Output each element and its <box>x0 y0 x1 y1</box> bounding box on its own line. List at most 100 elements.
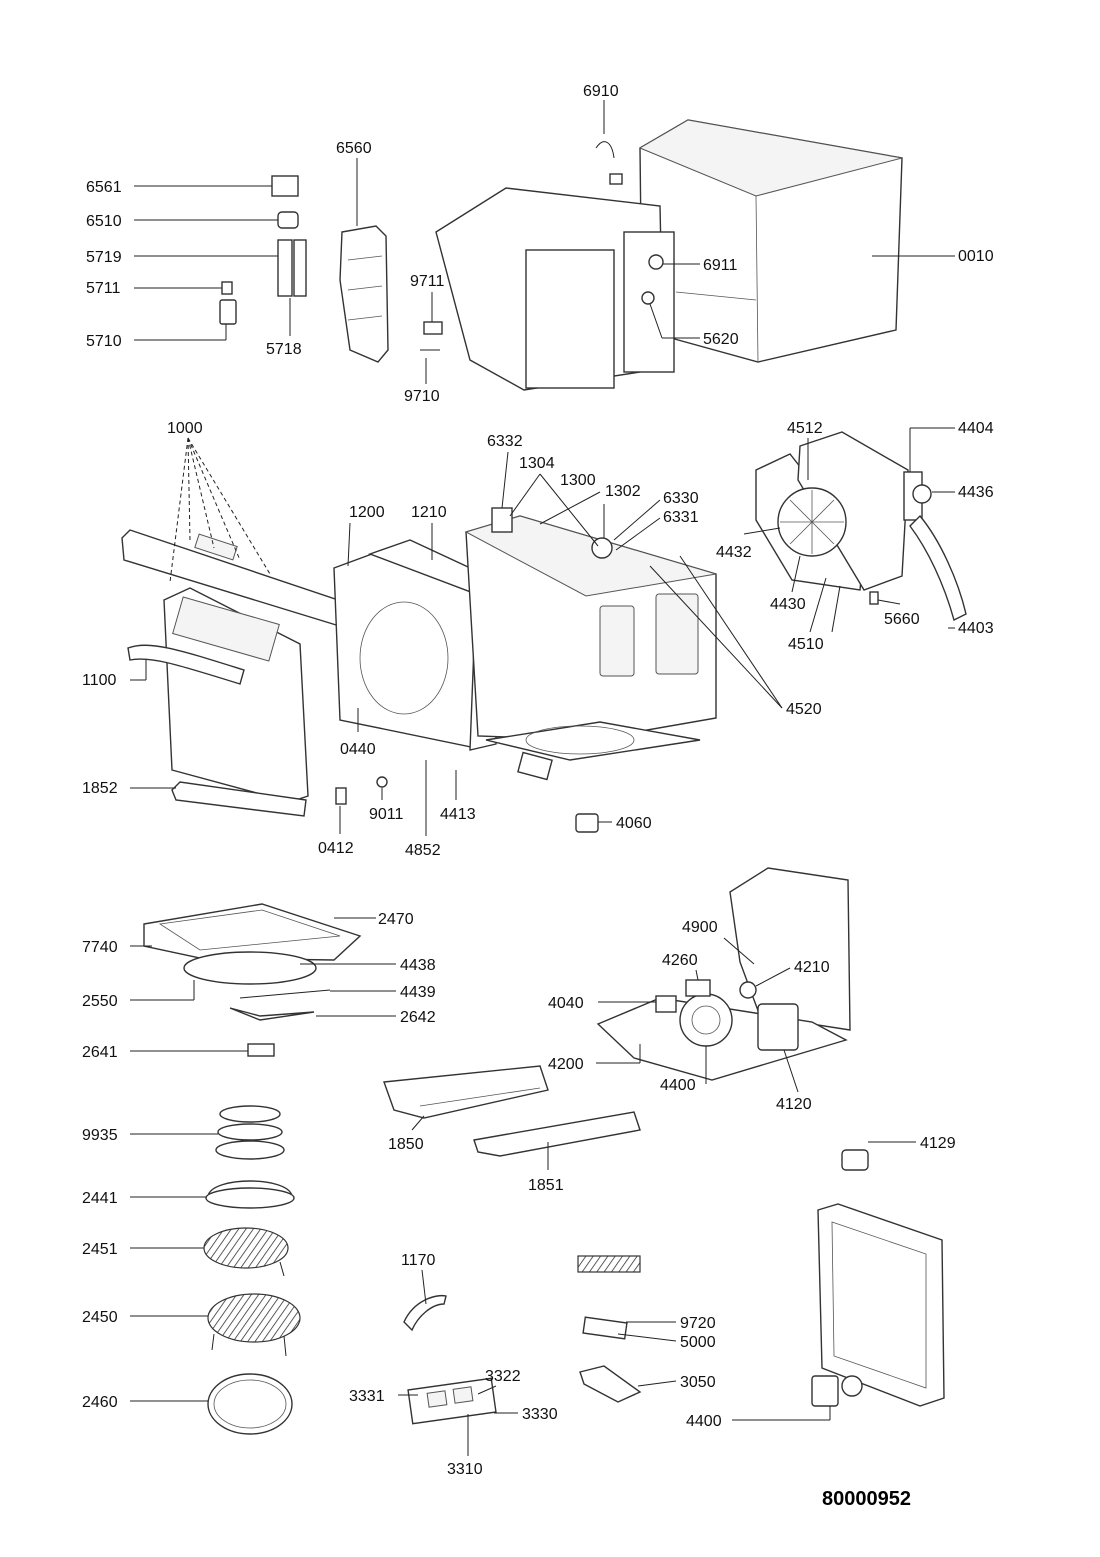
label-4520: 4520 <box>786 701 822 718</box>
part-4436-shape <box>912 484 932 504</box>
label-4260: 4260 <box>662 952 698 969</box>
part-6561-shape <box>271 175 299 197</box>
label-4439: 4439 <box>400 984 436 1001</box>
label-0010: 0010 <box>958 248 994 265</box>
label-9011: 9011 <box>369 806 404 823</box>
label-1200: 1200 <box>349 504 385 521</box>
label-2460: 2460 <box>82 1394 118 1411</box>
label-6331: 6331 <box>663 509 699 526</box>
part-5660-shape <box>869 591 879 605</box>
label-6332: 6332 <box>487 433 523 450</box>
label-4210: 4210 <box>794 959 830 976</box>
part-4403-shape <box>909 514 967 622</box>
label-1304: 1304 <box>519 455 555 472</box>
label-5000: 5000 <box>680 1334 716 1351</box>
part-bottom-shape <box>485 721 701 761</box>
part-4129-shape <box>841 1149 869 1171</box>
part-0412-shape <box>335 787 347 805</box>
label-4403: 4403 <box>958 620 994 637</box>
label-1850: 1850 <box>388 1136 424 1153</box>
label-1300: 1300 <box>560 472 596 489</box>
part-1852-shape <box>171 781 307 817</box>
part-2550-shape <box>183 951 317 985</box>
part-4400b-shape <box>811 1375 839 1407</box>
label-5711: 5711 <box>86 280 121 297</box>
label-2441: 2441 <box>82 1190 118 1207</box>
label-2550: 2550 <box>82 993 118 1010</box>
label-4432: 4432 <box>716 544 752 561</box>
part-9935-shape-a <box>219 1105 281 1123</box>
part-4200-shape <box>679 993 733 1047</box>
part-3050-shape <box>579 1365 642 1403</box>
label-4040: 4040 <box>548 995 584 1012</box>
label-4120: 4120 <box>776 1096 812 1113</box>
part-frame-lower-shape <box>817 1203 945 1407</box>
label-6560: 6560 <box>336 140 372 157</box>
label-9710: 9710 <box>404 388 440 405</box>
label-5718: 5718 <box>266 341 302 358</box>
label-5719: 5719 <box>86 249 122 266</box>
label-4512: 4512 <box>787 420 823 437</box>
document-number: 80000952 <box>822 1488 911 1510</box>
label-6510: 6510 <box>86 213 122 230</box>
part-4060-shape <box>575 813 599 833</box>
label-9720: 9720 <box>680 1315 716 1332</box>
label-3322: 3322 <box>485 1368 521 1385</box>
part-3310-shape <box>407 1377 497 1425</box>
part-1170-shape <box>403 1294 447 1332</box>
part-5718-shape <box>293 239 307 297</box>
label-2470: 2470 <box>378 911 414 928</box>
label-4413: 4413 <box>440 806 476 823</box>
label-0412: 0412 <box>318 840 354 857</box>
label-4400-lower: 4400 <box>686 1413 722 1430</box>
part-sidepanel-shape <box>525 249 615 389</box>
label-6561: 6561 <box>86 179 122 196</box>
label-4404: 4404 <box>958 420 994 437</box>
part-2451-shape <box>203 1227 289 1269</box>
label-1100: 1100 <box>82 672 117 689</box>
part-9720-shape <box>582 1316 628 1340</box>
part-5620-shape <box>641 291 655 305</box>
lower-assembly <box>143 867 945 1435</box>
label-2641: 2641 <box>82 1044 118 1061</box>
label-4436: 4436 <box>958 484 994 501</box>
label-3331: 3331 <box>349 1388 385 1405</box>
part-1850-shape <box>383 1065 549 1119</box>
label-1852: 1852 <box>82 780 118 797</box>
label-5620: 5620 <box>703 331 739 348</box>
part-1302-shape <box>591 537 613 559</box>
part-6510-shape <box>277 211 299 229</box>
part-5711-shape <box>221 281 233 295</box>
label-4400-upper: 4400 <box>660 1077 696 1094</box>
label-4060: 4060 <box>616 815 652 832</box>
part-5710-shape <box>219 299 237 325</box>
label-9711: 9711 <box>410 273 445 290</box>
part-6910-shape <box>595 141 615 159</box>
label-4900: 4900 <box>682 919 718 936</box>
label-4852: 4852 <box>405 842 441 859</box>
label-6330: 6330 <box>663 490 699 507</box>
label-1170: 1170 <box>401 1252 436 1269</box>
top-labels: 6910 6560 6561 6510 5719 5711 5710 5718 … <box>86 83 994 405</box>
middle-labels: 1000 1200 1210 6332 1304 1300 1302 6330 … <box>82 420 994 859</box>
label-5660: 5660 <box>884 611 920 628</box>
part-5719-shape <box>277 239 293 297</box>
part-2642-shape <box>229 1007 315 1021</box>
label-6911: 6911 <box>703 257 738 274</box>
part-4900-shape <box>729 867 851 1031</box>
part-4210-shape <box>739 981 757 999</box>
part-6560-shape <box>339 225 389 363</box>
part-2641-shape <box>247 1043 275 1057</box>
part-1851-shape <box>473 1111 641 1157</box>
part-4512-shape <box>797 431 909 591</box>
part-9711-shape <box>423 321 443 335</box>
part-6332-shape <box>491 507 513 533</box>
label-4430: 4430 <box>770 596 806 613</box>
label-4510: 4510 <box>788 636 824 653</box>
top-assembly <box>219 119 903 391</box>
part-4260-shape <box>685 979 711 997</box>
label-3310: 3310 <box>447 1461 483 1478</box>
part-rack-small-shape <box>577 1255 641 1273</box>
label-9935: 9935 <box>82 1127 118 1144</box>
